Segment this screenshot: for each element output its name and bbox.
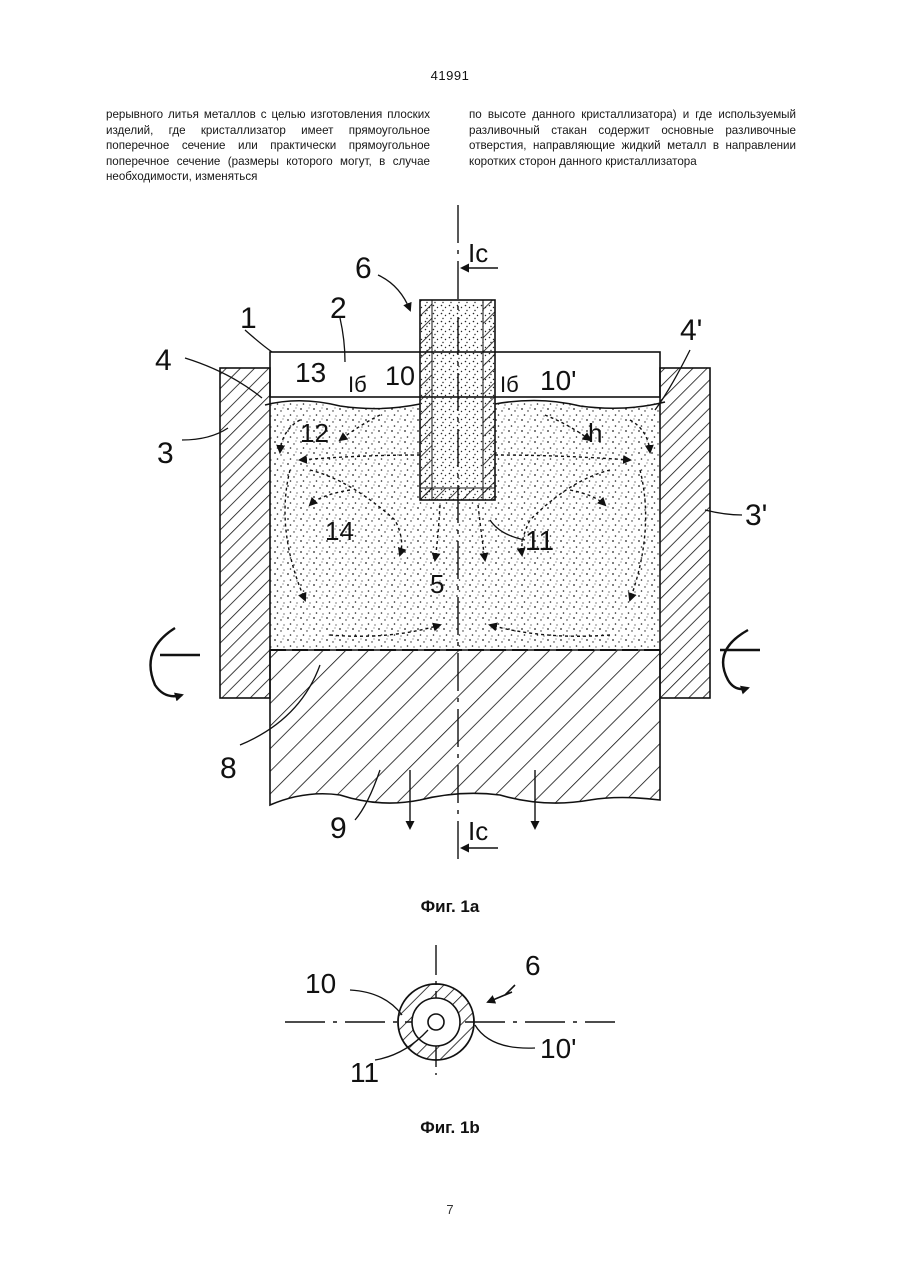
- label-1: 1: [240, 302, 257, 335]
- label-ib-right: Iб: [500, 372, 519, 397]
- label-2: 2: [330, 292, 347, 325]
- label-11: 11: [525, 525, 554, 556]
- label-12: 12: [300, 418, 329, 448]
- label-10-prime: 10': [540, 365, 577, 396]
- label-9: 9: [330, 812, 347, 845]
- page-number: 7: [0, 1202, 900, 1217]
- fig1b-label-11: 11: [350, 1057, 379, 1088]
- nozzle-wall-right: [483, 300, 495, 500]
- nozzle-center-hole: [428, 1014, 444, 1030]
- figure-1a-caption: Фиг. 1а: [0, 897, 900, 917]
- label-3: 3: [157, 437, 174, 470]
- mould-wall-right: [660, 368, 710, 698]
- liquid-metal-pool-right: [495, 401, 660, 650]
- nozzle-wall-left: [420, 300, 432, 500]
- label-ib-left: Iб: [348, 372, 367, 397]
- label-6: 6: [355, 252, 372, 285]
- label-ic-bottom: Iс: [468, 816, 488, 846]
- label-h: h: [588, 418, 602, 448]
- solidified-strand: [270, 650, 660, 805]
- label-4-prime: 4': [680, 314, 702, 347]
- label-3-prime: 3': [745, 499, 767, 532]
- figure-1b: 10 6 10' 11: [285, 945, 615, 1088]
- figure-1a: 1 2 4 3 6 13 10 Iб 12 14 5 Iб 10' h 4' 3…: [151, 205, 768, 865]
- label-13: 13: [295, 357, 326, 388]
- fig1b-arrow-6: [488, 985, 515, 1002]
- fig1b-leader-10: [350, 990, 402, 1015]
- label-8: 8: [220, 752, 237, 785]
- fig1b-label-6: 6: [525, 950, 541, 981]
- fig1b-label-10-prime: 10': [540, 1033, 577, 1064]
- figure-1b-caption: Фиг. 1b: [0, 1118, 900, 1138]
- rotation-arrow-left: [151, 628, 201, 696]
- fig1b-leader-10-prime: [475, 1025, 535, 1048]
- label-4: 4: [155, 344, 172, 377]
- label-14: 14: [325, 516, 354, 546]
- label-ic-top: Iс: [468, 238, 488, 268]
- label-10: 10: [385, 361, 415, 391]
- fig1b-label-10: 10: [305, 968, 336, 999]
- label-5: 5: [430, 569, 444, 599]
- rotation-arrow-right: [720, 630, 760, 689]
- mould-wall-left: [220, 368, 270, 698]
